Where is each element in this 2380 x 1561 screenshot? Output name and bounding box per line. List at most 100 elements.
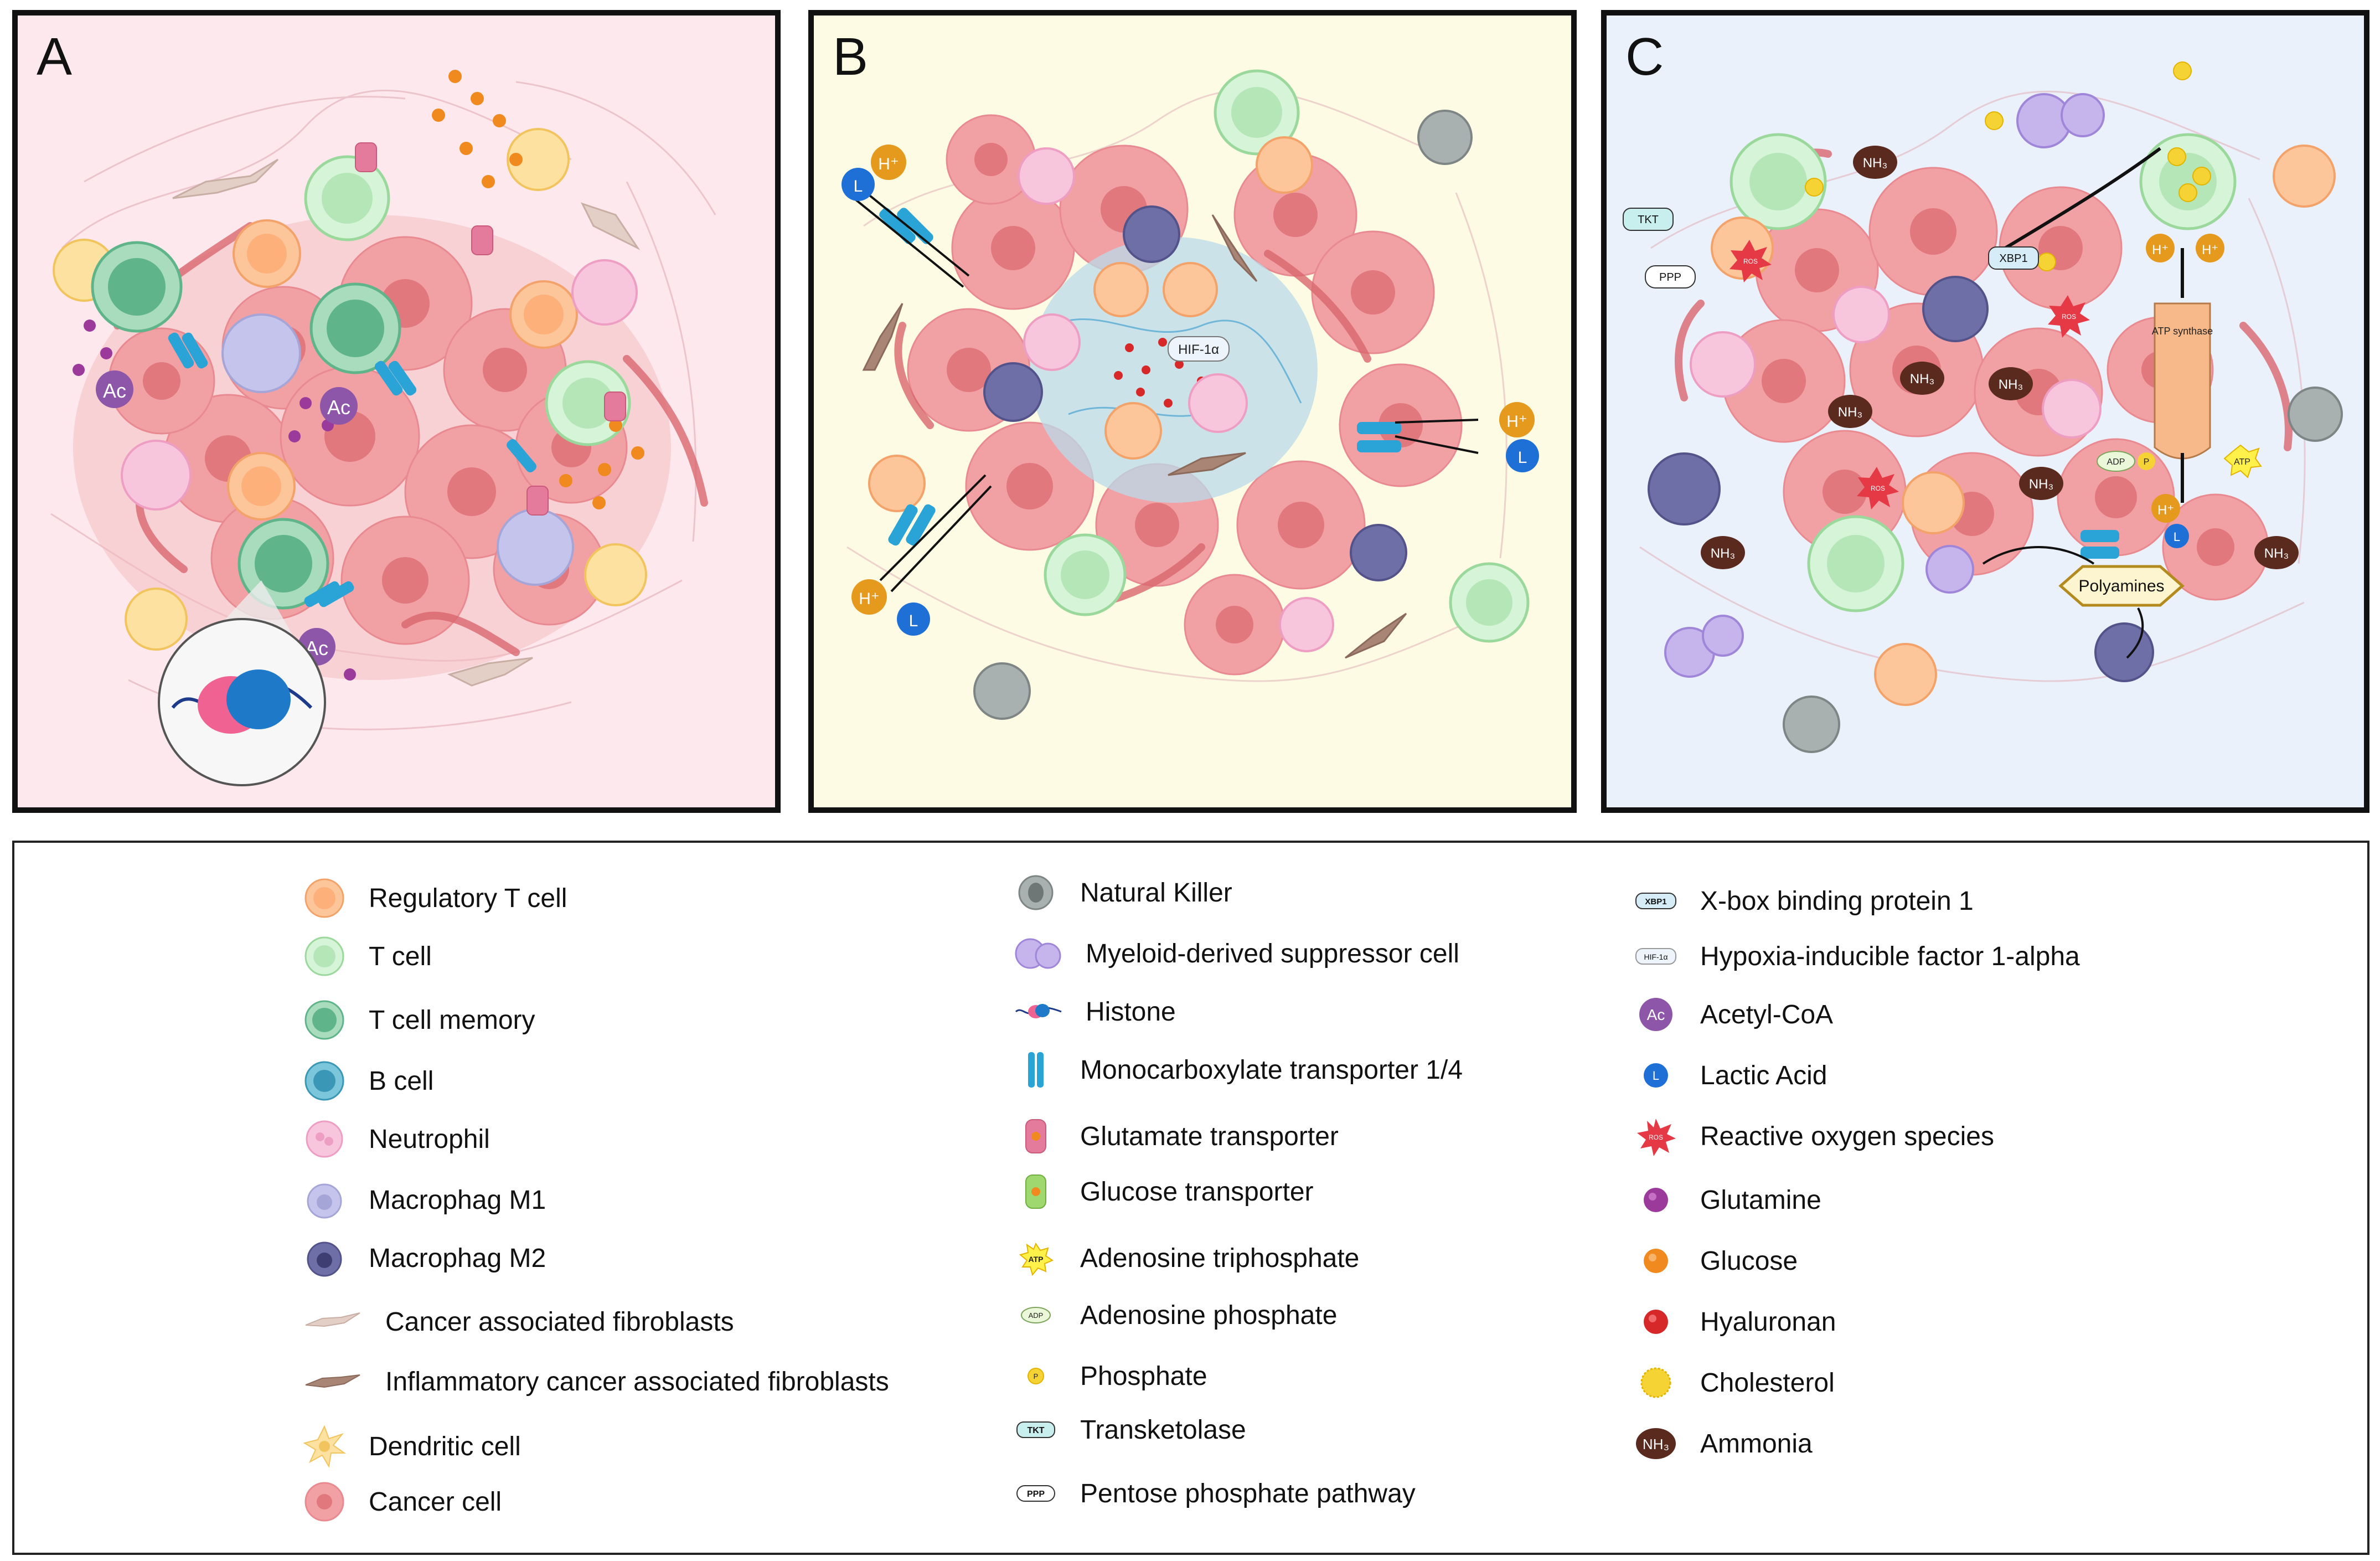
lactate-label-b2: L bbox=[1518, 449, 1527, 467]
macrophage-m1-icon bbox=[307, 1183, 342, 1219]
legend-item-ros: ROS Reactive oxygen species bbox=[1634, 1111, 1994, 1161]
proton-label-b1: H⁺ bbox=[878, 155, 899, 173]
glutamine-icon bbox=[1644, 1188, 1668, 1212]
macrophage-m2-cells-b bbox=[983, 205, 1407, 581]
ros-label-c2: ROS bbox=[2062, 313, 2076, 321]
b-cell-icon bbox=[304, 1061, 344, 1101]
dendritic-cells bbox=[53, 128, 647, 651]
legend-label: Inflammatory cancer associated fibroblas… bbox=[385, 1367, 889, 1397]
legend-label: Lactic Acid bbox=[1700, 1060, 1827, 1090]
legend-item-cholesterol: Cholesterol bbox=[1634, 1358, 1835, 1408]
regulatory-t-cells bbox=[227, 219, 578, 521]
hif1a-icon-text: HIF-1α bbox=[1644, 952, 1667, 961]
panel-b-illustration: HIF-1α bbox=[841, 69, 1539, 720]
legend-item-b-cell: B cell bbox=[302, 1056, 433, 1106]
glutamate-transporter-icon bbox=[1025, 1119, 1046, 1153]
ammonia-icon: NH₃ bbox=[1636, 1428, 1676, 1459]
legend-item-glutamine: Glutamine bbox=[1634, 1175, 1821, 1225]
ammonia-label-c5: NH₃ bbox=[2029, 477, 2053, 492]
legend-item-lactic-acid: L Lactic Acid bbox=[1634, 1050, 1827, 1100]
acetyl-coa-label-2: Ac bbox=[327, 396, 350, 419]
t-cells bbox=[304, 155, 631, 446]
ppp-label-c: PPP bbox=[1659, 271, 1681, 284]
macrophage-m2-cells-c bbox=[1648, 276, 2154, 682]
cholesterol-icon bbox=[1640, 1367, 1671, 1398]
neutrophil-cells-c bbox=[1690, 286, 2102, 439]
atp-arrows bbox=[2004, 147, 2184, 503]
xbp1-label-c: XBP1 bbox=[1999, 253, 2027, 265]
hif1a-icon: HIF-1α bbox=[1635, 948, 1676, 965]
proton-label-b3: H⁺ bbox=[859, 590, 880, 608]
panel-a-letter: A bbox=[37, 27, 73, 86]
icaf-cells-b bbox=[862, 214, 1407, 659]
panel-c-letter: C bbox=[1625, 27, 1664, 86]
ros-label-c1: ROS bbox=[1743, 257, 1758, 265]
legend-label: Natural Killer bbox=[1080, 878, 1232, 908]
proton-label-c3: H⁺ bbox=[2157, 503, 2174, 518]
legend-label: Macrophag M2 bbox=[369, 1243, 546, 1273]
ammonia-badges-c bbox=[1701, 146, 2299, 569]
legend-item-acetyl-coa: Ac Acetyl-CoA bbox=[1634, 990, 1833, 1039]
glucose-molecules bbox=[432, 70, 644, 509]
t-cells-b bbox=[1044, 69, 1530, 643]
legend-item-ppp: PPP Pentose phosphate pathway bbox=[1014, 1469, 1416, 1518]
legend-item-macrophage-m1: Macrophag M1 bbox=[302, 1175, 546, 1225]
ppp-icon-text: PPP bbox=[1027, 1490, 1045, 1499]
glucose-transporter-icon bbox=[1025, 1174, 1046, 1209]
legend-label: Neutrophil bbox=[369, 1124, 490, 1154]
legend-label: Glucose bbox=[1700, 1246, 1798, 1276]
legend-item-atp: ATP Adenosine triphosphate bbox=[1014, 1233, 1359, 1283]
ammonia-label-c2: NH₃ bbox=[1910, 372, 1934, 387]
legend-label: Macrophag M1 bbox=[369, 1185, 546, 1215]
acetyl-coa-label-1: Ac bbox=[103, 379, 126, 402]
legend-item-adp: ADP Adenosine phosphate bbox=[1014, 1290, 1337, 1340]
polyamines-badge-c: Polyamines bbox=[2058, 565, 2185, 607]
legend-label: Glutamate transporter bbox=[1080, 1121, 1339, 1151]
regulatory-t-cell-icon bbox=[304, 878, 344, 918]
legend-label: Monocarboxylate transporter 1/4 bbox=[1080, 1055, 1463, 1085]
polyamine-arrows bbox=[1982, 546, 2144, 659]
acetyl-coa-icon-text: Ac bbox=[1647, 1006, 1665, 1023]
legend-label: Phosphate bbox=[1080, 1361, 1207, 1391]
legend-item-glucose: Glucose bbox=[1634, 1236, 1798, 1286]
legend-item-icaf: Inflammatory cancer associated fibroblas… bbox=[302, 1357, 889, 1407]
legend-label: Transketolase bbox=[1080, 1415, 1246, 1445]
ammonia-label-c1: NH₃ bbox=[1863, 156, 1887, 171]
ammonia-label-c7: NH₃ bbox=[2264, 546, 2289, 561]
legend-label: X-box binding protein 1 bbox=[1700, 886, 1974, 916]
phosphate-icon: P bbox=[1028, 1368, 1044, 1384]
proton-label-c2: H⁺ bbox=[2202, 243, 2218, 257]
legend-item-hif1a: HIF-1α Hypoxia-inducible factor 1-alpha bbox=[1634, 931, 2080, 981]
panel-b-letter: B bbox=[833, 27, 869, 86]
legend-label: Adenosine triphosphate bbox=[1080, 1243, 1360, 1273]
legend-label: Histone bbox=[1086, 997, 1176, 1027]
legend-label: Acetyl-CoA bbox=[1700, 1000, 1834, 1029]
legend-label: Cancer associated fibroblasts bbox=[385, 1307, 734, 1337]
ammonia-icon-text: NH₃ bbox=[1643, 1436, 1669, 1452]
regulatory-t-cells-b bbox=[868, 136, 1313, 512]
neutrophil-icon bbox=[306, 1120, 343, 1158]
legend-item-natural-killer: Natural Killer bbox=[1014, 868, 1232, 918]
legend-item-mct: Monocarboxylate transporter 1/4 bbox=[1014, 1045, 1463, 1095]
panel-c: C bbox=[1601, 10, 2369, 813]
atp-synthase-label: ATP synthase bbox=[2152, 326, 2213, 337]
legend-item-hyaluronan: Hyaluronan bbox=[1634, 1297, 1836, 1347]
cancer-cell-icon bbox=[304, 1482, 344, 1522]
adp-badge-c: ADP P bbox=[2097, 451, 2155, 472]
xbp1-icon: XBP1 bbox=[1635, 893, 1676, 909]
proton-label-c1: H⁺ bbox=[2152, 243, 2169, 257]
phosphate-label-c: P bbox=[2144, 457, 2150, 467]
phosphate-icon-text: P bbox=[1034, 1372, 1039, 1380]
lactate-label-b1: L bbox=[854, 177, 863, 195]
ros-icon: ROS bbox=[1637, 1119, 1676, 1156]
legend-label: Cholesterol bbox=[1700, 1368, 1835, 1398]
t-cells-c bbox=[1729, 133, 2237, 612]
regulatory-t-cells-c bbox=[1711, 145, 2336, 706]
hif1a-label: HIF-1α bbox=[1178, 342, 1219, 357]
tkt-icon: TKT bbox=[1016, 1421, 1055, 1438]
tkt-icon-text: TKT bbox=[1027, 1426, 1044, 1435]
proton-badges-c: H⁺ H⁺ H⁺ bbox=[2146, 234, 2224, 523]
mct-icon bbox=[1028, 1052, 1044, 1088]
ammonia-label-c6: NH₃ bbox=[1711, 546, 1735, 561]
atp-badge-c: ATP bbox=[2223, 444, 2262, 478]
